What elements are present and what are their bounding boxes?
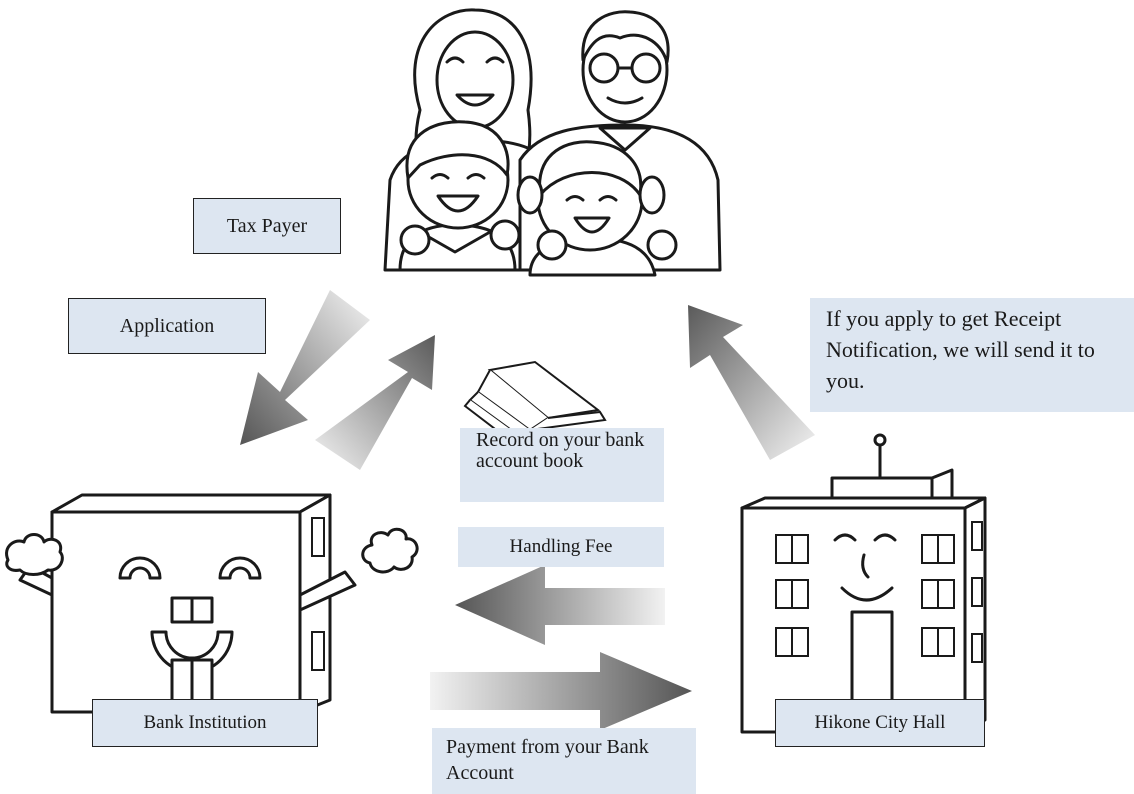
handling-fee-arrow [455, 565, 665, 645]
city-hall-label: Hikone City Hall [775, 699, 985, 747]
family-illustration [383, 8, 722, 277]
bank-institution-label: Bank Institution [92, 699, 318, 747]
record-return-arrow [315, 335, 435, 470]
bankbook-record-label: Record on your bank account book [460, 428, 664, 502]
payment-label: Payment from your Bank Account [432, 728, 696, 794]
bank-building-icon [5, 493, 419, 714]
tax-payer-label: Tax Payer [193, 198, 341, 254]
application-label: Application [68, 298, 266, 354]
city-hall-building-icon [740, 433, 987, 734]
payment-arrow [430, 652, 692, 730]
receipt-notification-label: If you apply to get Receipt Notification… [810, 298, 1134, 412]
application-arrow [240, 290, 370, 445]
handling-fee-label: Handling Fee [458, 527, 664, 567]
receipt-notice-arrow [688, 305, 815, 460]
